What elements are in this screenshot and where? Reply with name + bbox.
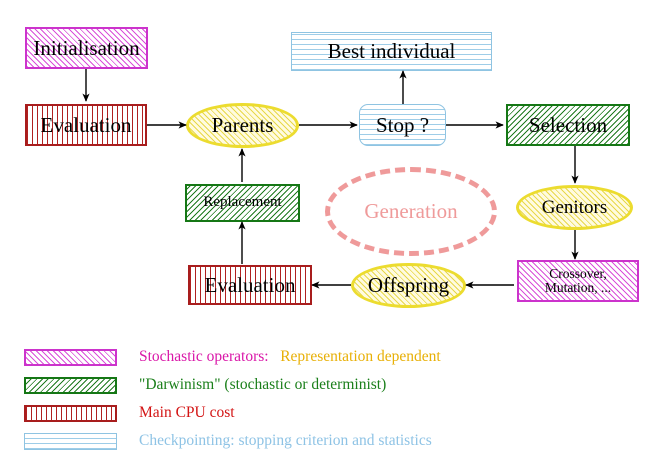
node-stop[interactable]: Stop ? xyxy=(359,104,446,146)
node-offspring-label: Offspring xyxy=(367,273,450,298)
legend-label-stochastic-operators: Stochastic operators: Representation dep… xyxy=(139,348,441,366)
legend-row-stochastic-operators: Stochastic operators: Representation dep… xyxy=(24,344,624,370)
legend-row-main-cpu-cost: Main CPU cost xyxy=(24,400,624,426)
node-evaluation-top-label: Evaluation xyxy=(40,112,132,137)
node-genitors[interactable]: Genitors xyxy=(516,185,633,230)
legend-label-stochastic-operators-text: Stochastic operators: xyxy=(139,348,269,365)
legend: Stochastic operators: Representation dep… xyxy=(24,344,624,456)
legend-swatch-magenta-diagonal-hatch xyxy=(24,348,117,366)
node-selection[interactable]: Selection xyxy=(506,104,630,146)
node-initialisation[interactable]: Initialisation xyxy=(25,27,148,69)
legend-label-checkpointing: Checkpointing: stopping criterion and st… xyxy=(139,432,432,449)
node-generation: Generation xyxy=(325,167,497,256)
legend-row-checkpointing: Checkpointing: stopping criterion and st… xyxy=(24,428,624,454)
node-stop-label: Stop ? xyxy=(375,112,430,137)
node-parents-label: Parents xyxy=(211,113,274,138)
legend-row-darwinism: "Darwinism" (stochastic or determinist) xyxy=(24,372,624,398)
node-crossover-mutation[interactable]: Crossover, Mutation, ... xyxy=(517,260,639,302)
node-evaluation-bottom[interactable]: Evaluation xyxy=(188,265,312,305)
node-evaluation-top[interactable]: Evaluation xyxy=(25,104,147,146)
node-best-individual[interactable]: Best individual xyxy=(291,32,492,71)
node-crossover-mutation-label: Crossover, Mutation, ... xyxy=(544,265,612,295)
node-selection-label: Selection xyxy=(528,112,608,137)
node-offspring[interactable]: Offspring xyxy=(351,263,466,308)
node-generation-label: Generation xyxy=(364,199,458,223)
node-evaluation-bottom-label: Evaluation xyxy=(204,272,296,297)
legend-swatch-green-diagonal-hatch xyxy=(24,376,117,394)
legend-swatch-blue-horizontal-hatch xyxy=(24,432,117,450)
legend-label-main-cpu-cost: Main CPU cost xyxy=(139,404,235,421)
node-replacement-label: Replacement xyxy=(203,194,282,211)
legend-swatch-red-vertical-hatch xyxy=(24,404,117,422)
node-parents[interactable]: Parents xyxy=(186,103,299,148)
node-genitors-label: Genitors xyxy=(541,196,608,218)
legend-label-darwinism: "Darwinism" (stochastic or determinist) xyxy=(139,376,387,393)
node-initialisation-label: Initialisation xyxy=(33,35,140,60)
node-replacement[interactable]: Replacement xyxy=(185,184,300,222)
node-best-individual-label: Best individual xyxy=(327,39,456,64)
legend-label-representation-dependent: Representation dependent xyxy=(280,348,441,365)
